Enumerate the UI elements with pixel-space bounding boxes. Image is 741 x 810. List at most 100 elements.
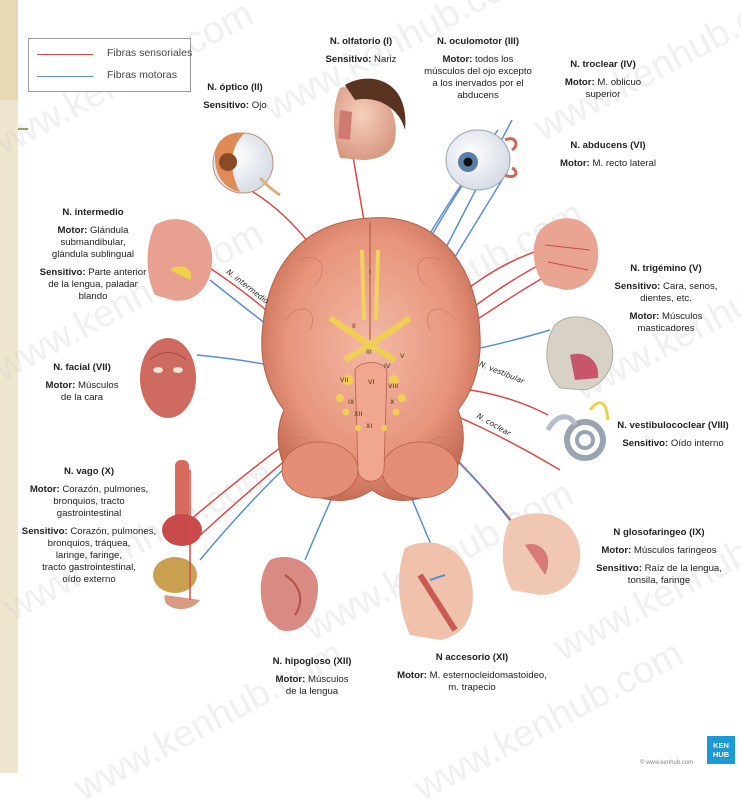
roman-marker: X [390, 398, 394, 406]
function-type: Sensitivo: [40, 267, 86, 278]
nerve-function-line: de la cara [32, 392, 132, 404]
legend-label-motor: Fibras motoras [107, 69, 177, 81]
roman-marker: VIII [388, 382, 398, 390]
nerve-name: N. óptico (II) [195, 82, 275, 94]
eye-illustration [213, 132, 280, 195]
nerve-function-line: bronquios, tracto [18, 496, 160, 508]
nerve-function-line: abducens [408, 90, 548, 102]
nerve-function-line: Motor: Glándula [28, 225, 158, 237]
skull-illustration [547, 317, 613, 390]
nerve-function-line: Motor: M. recto lateral [548, 158, 668, 170]
legend-swatch-motor [37, 76, 93, 77]
nerve-function-line: Motor: Músculos [262, 674, 362, 686]
nerve-function-line: gastrointestinal [18, 508, 160, 520]
nerve-function-line: Sensitivo: Cara, senos, [608, 281, 724, 293]
nerve-function-line: Sensitivo: Oído interno [608, 438, 738, 450]
function-text: glándula sublingual [52, 249, 134, 260]
nerve-function-line: glándula sublingual [28, 249, 158, 261]
nerve-name: N. facial (VII) [32, 362, 132, 374]
nerve-name: N. trigémino (V) [608, 263, 724, 275]
roman-marker: IX [348, 398, 354, 406]
legend-swatch-sensory [37, 54, 93, 55]
function-type: Motor: [30, 484, 60, 495]
nerve-function-line: Motor: M. oblicuo [548, 77, 658, 89]
label-glosofaringeo: N glosofaringeo (IX) Motor: Músculos fari… [584, 527, 734, 587]
logo-line-1: KEN [713, 741, 729, 750]
nerve-function-line: Sensitivo: Raíz de la lengua, [584, 563, 734, 575]
function-text: m. trapecio [448, 682, 495, 693]
function-text: tonsila, faringe [628, 575, 690, 586]
function-text: Parte anterior [86, 267, 147, 278]
nerve-name: N glosofaringeo (IX) [584, 527, 734, 539]
function-text: masticadores [637, 323, 694, 334]
function-text: Glándula [87, 225, 128, 236]
function-text: Ojo [249, 100, 267, 111]
function-text: M. esternocleidomastoideo, [427, 670, 547, 681]
label-optico: N. óptico (II) Sensitivo: Ojo [195, 82, 275, 112]
nerve-function-line: Sensitivo: Parte anterior [28, 267, 158, 279]
function-type: Sensitivo: [326, 54, 372, 65]
label-trigemino: N. trigémino (V) Sensitivo: Cara, senos,d… [608, 263, 724, 335]
nerve-function-line: dientes, etc. [608, 293, 724, 305]
nerve-name: N. vestibulococlear (VIII) [608, 420, 738, 432]
roman-marker: XI [366, 422, 372, 430]
nerve-function-line: oído externo [18, 574, 160, 586]
nerve-function-line: superior [548, 89, 658, 101]
legend: Fibras sensoriales Fibras motoras [28, 38, 191, 92]
nerve-function-line: Sensitivo: Ojo [195, 100, 275, 112]
function-text: Corazón, pulmones, [60, 484, 149, 495]
nerve-name: N. olfatorio (I) [316, 36, 406, 48]
pharynx-head-illustration [503, 513, 581, 595]
function-type: Motor: [275, 674, 305, 685]
function-text: Músculos [305, 674, 348, 685]
tongue-illustration [261, 557, 318, 631]
credit-text: © www.kenhub.com [640, 760, 693, 766]
nerve-function-line: Sensitivo: Nariz [316, 54, 406, 66]
function-text: blando [79, 291, 108, 302]
function-text: a los inervados por el [432, 78, 523, 89]
function-type: Motor: [58, 225, 88, 236]
function-type: Motor: [565, 77, 595, 88]
nerve-function-line: Motor: todos los [408, 54, 548, 66]
function-text: dientes, etc. [640, 293, 692, 304]
nerve-name: N. intermedio [28, 207, 158, 219]
function-text: de la cara [61, 392, 103, 403]
function-type: Sensitivo: [22, 526, 68, 537]
function-text: músculos del ojo excepto [424, 66, 532, 77]
vagus-viscera-illustration [153, 460, 202, 609]
label-vestibulococlear: N. vestibulococlear (VIII) Sensitivo: Oíd… [608, 420, 738, 450]
legend-item-motor: Fibras motoras [37, 69, 187, 83]
function-type: Motor: [443, 54, 473, 65]
function-text: tracto gastrointestinal, [42, 562, 136, 573]
legend-item-sensory: Fibras sensoriales [37, 47, 187, 61]
function-text: submandibular, [60, 237, 125, 248]
trigeminal-head-illustration [534, 218, 599, 290]
nerve-function-line: Motor: Corazón, pulmones, [18, 484, 160, 496]
cerebellum-right [382, 442, 458, 498]
function-text: Cara, senos, [660, 281, 717, 292]
function-type: Motor: [397, 670, 427, 681]
function-type: Sensitivo: [622, 438, 668, 449]
nerve-function-line: músculos del ojo excepto [408, 66, 548, 78]
nerve-function-line: Motor: M. esternocleidomastoideo, [382, 670, 562, 682]
function-type: Sensitivo: [203, 100, 249, 111]
roman-marker: IV [384, 362, 390, 370]
label-olfatorio: N. olfatorio (I) Sensitivo: Nariz [316, 36, 406, 66]
nerve-name: N. troclear (IV) [548, 59, 658, 71]
nerve-function-line: a los inervados por el [408, 78, 548, 90]
nerve-function-line: bronquios, tráquea, [18, 538, 160, 550]
function-text: Oído interno [668, 438, 723, 449]
label-accesorio: N accesorio (XI)Motor: M. esternocleidom… [382, 652, 562, 694]
function-text: superior [586, 89, 621, 100]
inner-ear-illustration [548, 403, 608, 458]
cranial-nerves-diagram: www.kenhub.com www.kenhub.com www.kenhub… [0, 0, 741, 773]
nerve-function-line: Motor: Músculos [608, 311, 724, 323]
roman-marker: XII [354, 410, 362, 418]
label-vago: N. vago (X)Motor: Corazón, pulmones,bron… [18, 466, 160, 586]
nerve-function-line: Motor: Músculos faringeos [584, 545, 734, 557]
nerve-function-line: submandibular, [28, 237, 158, 249]
function-text: todos los [472, 54, 513, 65]
